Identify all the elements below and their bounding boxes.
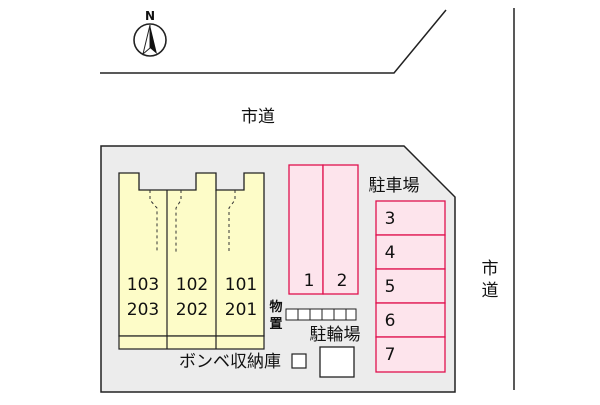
bike-parking-label: 駐輪場 bbox=[310, 325, 361, 345]
right-road-label-1: 市 bbox=[482, 259, 499, 279]
compass-needle-right bbox=[150, 25, 157, 54]
parking-title: 駐車場 bbox=[369, 176, 420, 196]
apartment-building: 103 203 102 202 101 201 bbox=[118, 172, 265, 350]
storage-label-1: 物 bbox=[269, 299, 282, 315]
parking-space bbox=[375, 336, 446, 373]
unit-label-upper: 101 bbox=[225, 275, 257, 295]
unit-label-lower: 201 bbox=[225, 300, 257, 320]
compass-label: N bbox=[145, 9, 155, 23]
unit-label-lower: 202 bbox=[176, 300, 208, 320]
parking-space-number: 4 bbox=[385, 243, 396, 263]
parking-spaces-vertical: 1 2 bbox=[288, 164, 359, 295]
bike-rack bbox=[285, 308, 357, 321]
parking-space-number: 5 bbox=[385, 277, 396, 297]
right-road-label-2: 道 bbox=[482, 281, 499, 301]
gas-storage-label: ボンベ収納庫 bbox=[179, 352, 281, 372]
unit-label-upper: 103 bbox=[127, 275, 159, 295]
parking-space-number: 6 bbox=[385, 311, 396, 331]
parking-space-number: 1 bbox=[304, 271, 315, 291]
unit-label-lower: 203 bbox=[127, 300, 159, 320]
unit-label-upper: 102 bbox=[176, 275, 208, 295]
utility-structure bbox=[319, 346, 355, 378]
parking-space-number: 2 bbox=[337, 271, 348, 291]
bike-rack-frame bbox=[285, 308, 357, 321]
storage-label-2: 置 bbox=[269, 317, 282, 332]
parking-space-number: 3 bbox=[385, 209, 396, 229]
parking-spaces-horizontal: 3 4 5 6 7 bbox=[375, 200, 446, 373]
balcony-strip bbox=[118, 335, 265, 350]
parking-space bbox=[375, 200, 446, 236]
top-road-edge bbox=[100, 9, 447, 74]
parking-space bbox=[322, 164, 359, 295]
top-road-label: 市道 bbox=[241, 107, 275, 127]
parking-space-number: 7 bbox=[385, 345, 396, 365]
stair-outlines bbox=[149, 190, 236, 252]
gas-storage-box bbox=[291, 353, 307, 369]
compass: N bbox=[133, 9, 167, 57]
